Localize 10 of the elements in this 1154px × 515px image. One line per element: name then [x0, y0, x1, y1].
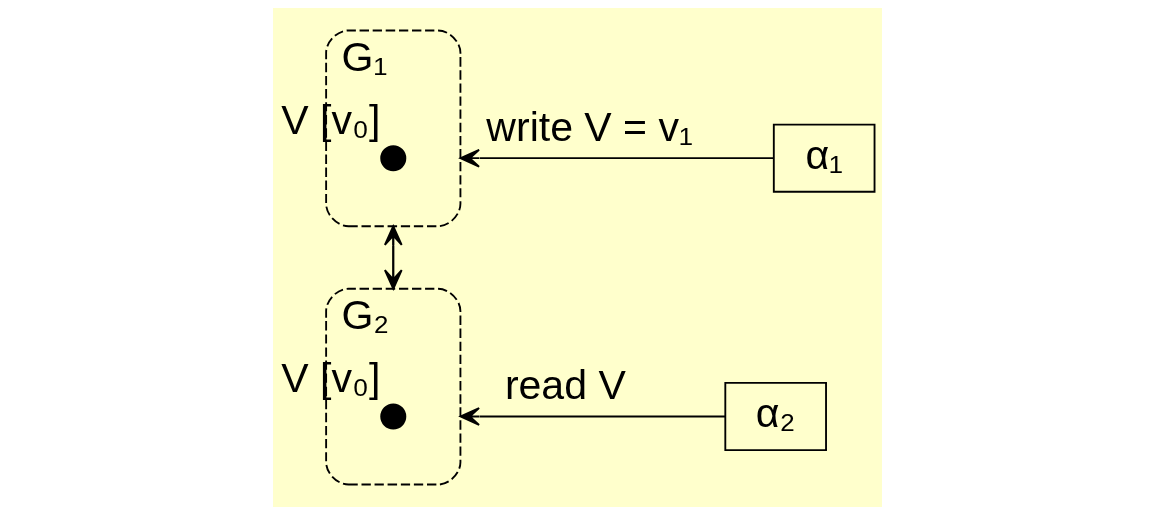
node-box: α₂ [723, 382, 827, 451]
node-circle [379, 145, 406, 172]
node-label: V [v₀] [280, 355, 380, 402]
edge-label: write V = v₁ [485, 103, 693, 150]
node-label: V [v₀] [280, 97, 380, 144]
arrow [459, 148, 774, 168]
node-circle [379, 403, 406, 430]
edge-label: read V [504, 361, 626, 408]
node-box: α₁ [772, 123, 875, 193]
arrow [459, 407, 726, 426]
